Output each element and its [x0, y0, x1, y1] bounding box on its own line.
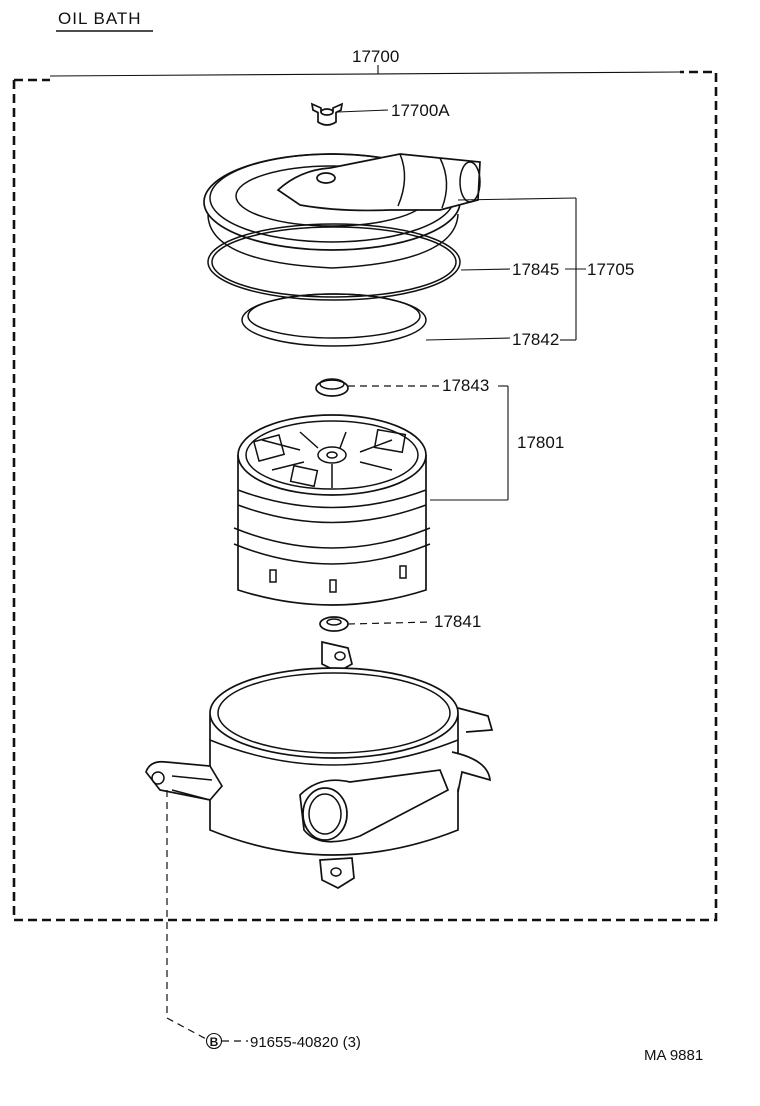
- leader-17845: [460, 268, 511, 271]
- oil-bath-bowl-part: [145, 640, 494, 889]
- label-17801: 17801: [517, 433, 564, 452]
- washer-part: [319, 616, 349, 632]
- label-17700A: 17700A: [391, 101, 450, 120]
- label-17700: 17700: [352, 47, 399, 66]
- assembly-boundary: [12, 70, 718, 922]
- diagram-title: OIL BATH: [58, 9, 142, 28]
- filter-element-part: [233, 414, 431, 606]
- label-17705: 17705: [587, 260, 634, 279]
- bolt-marker: B: [210, 1035, 219, 1049]
- label-bolt: 91655-40820 (3): [250, 1034, 361, 1051]
- leader-17841: [347, 621, 433, 625]
- gasket-part: [241, 293, 427, 347]
- label-17845: 17845: [512, 260, 559, 279]
- leader-bolt: [166, 790, 209, 1041]
- bolt-marker-circle: [205, 1032, 223, 1050]
- leader-17842: [425, 337, 511, 341]
- leader-cap: [457, 197, 577, 201]
- leader-17700A: [337, 109, 389, 113]
- grommet-part: [315, 378, 349, 397]
- assembly-top-line: [49, 71, 681, 77]
- label-17842: 17842: [512, 330, 559, 349]
- air-cleaner-cap-part: [203, 153, 481, 269]
- label-17841: 17841: [434, 612, 481, 631]
- seal-ring-part: [207, 223, 461, 301]
- wing-nut-part: [310, 102, 344, 126]
- label-17843: 17843: [442, 376, 489, 395]
- drawing-code: MA 9881: [644, 1047, 703, 1064]
